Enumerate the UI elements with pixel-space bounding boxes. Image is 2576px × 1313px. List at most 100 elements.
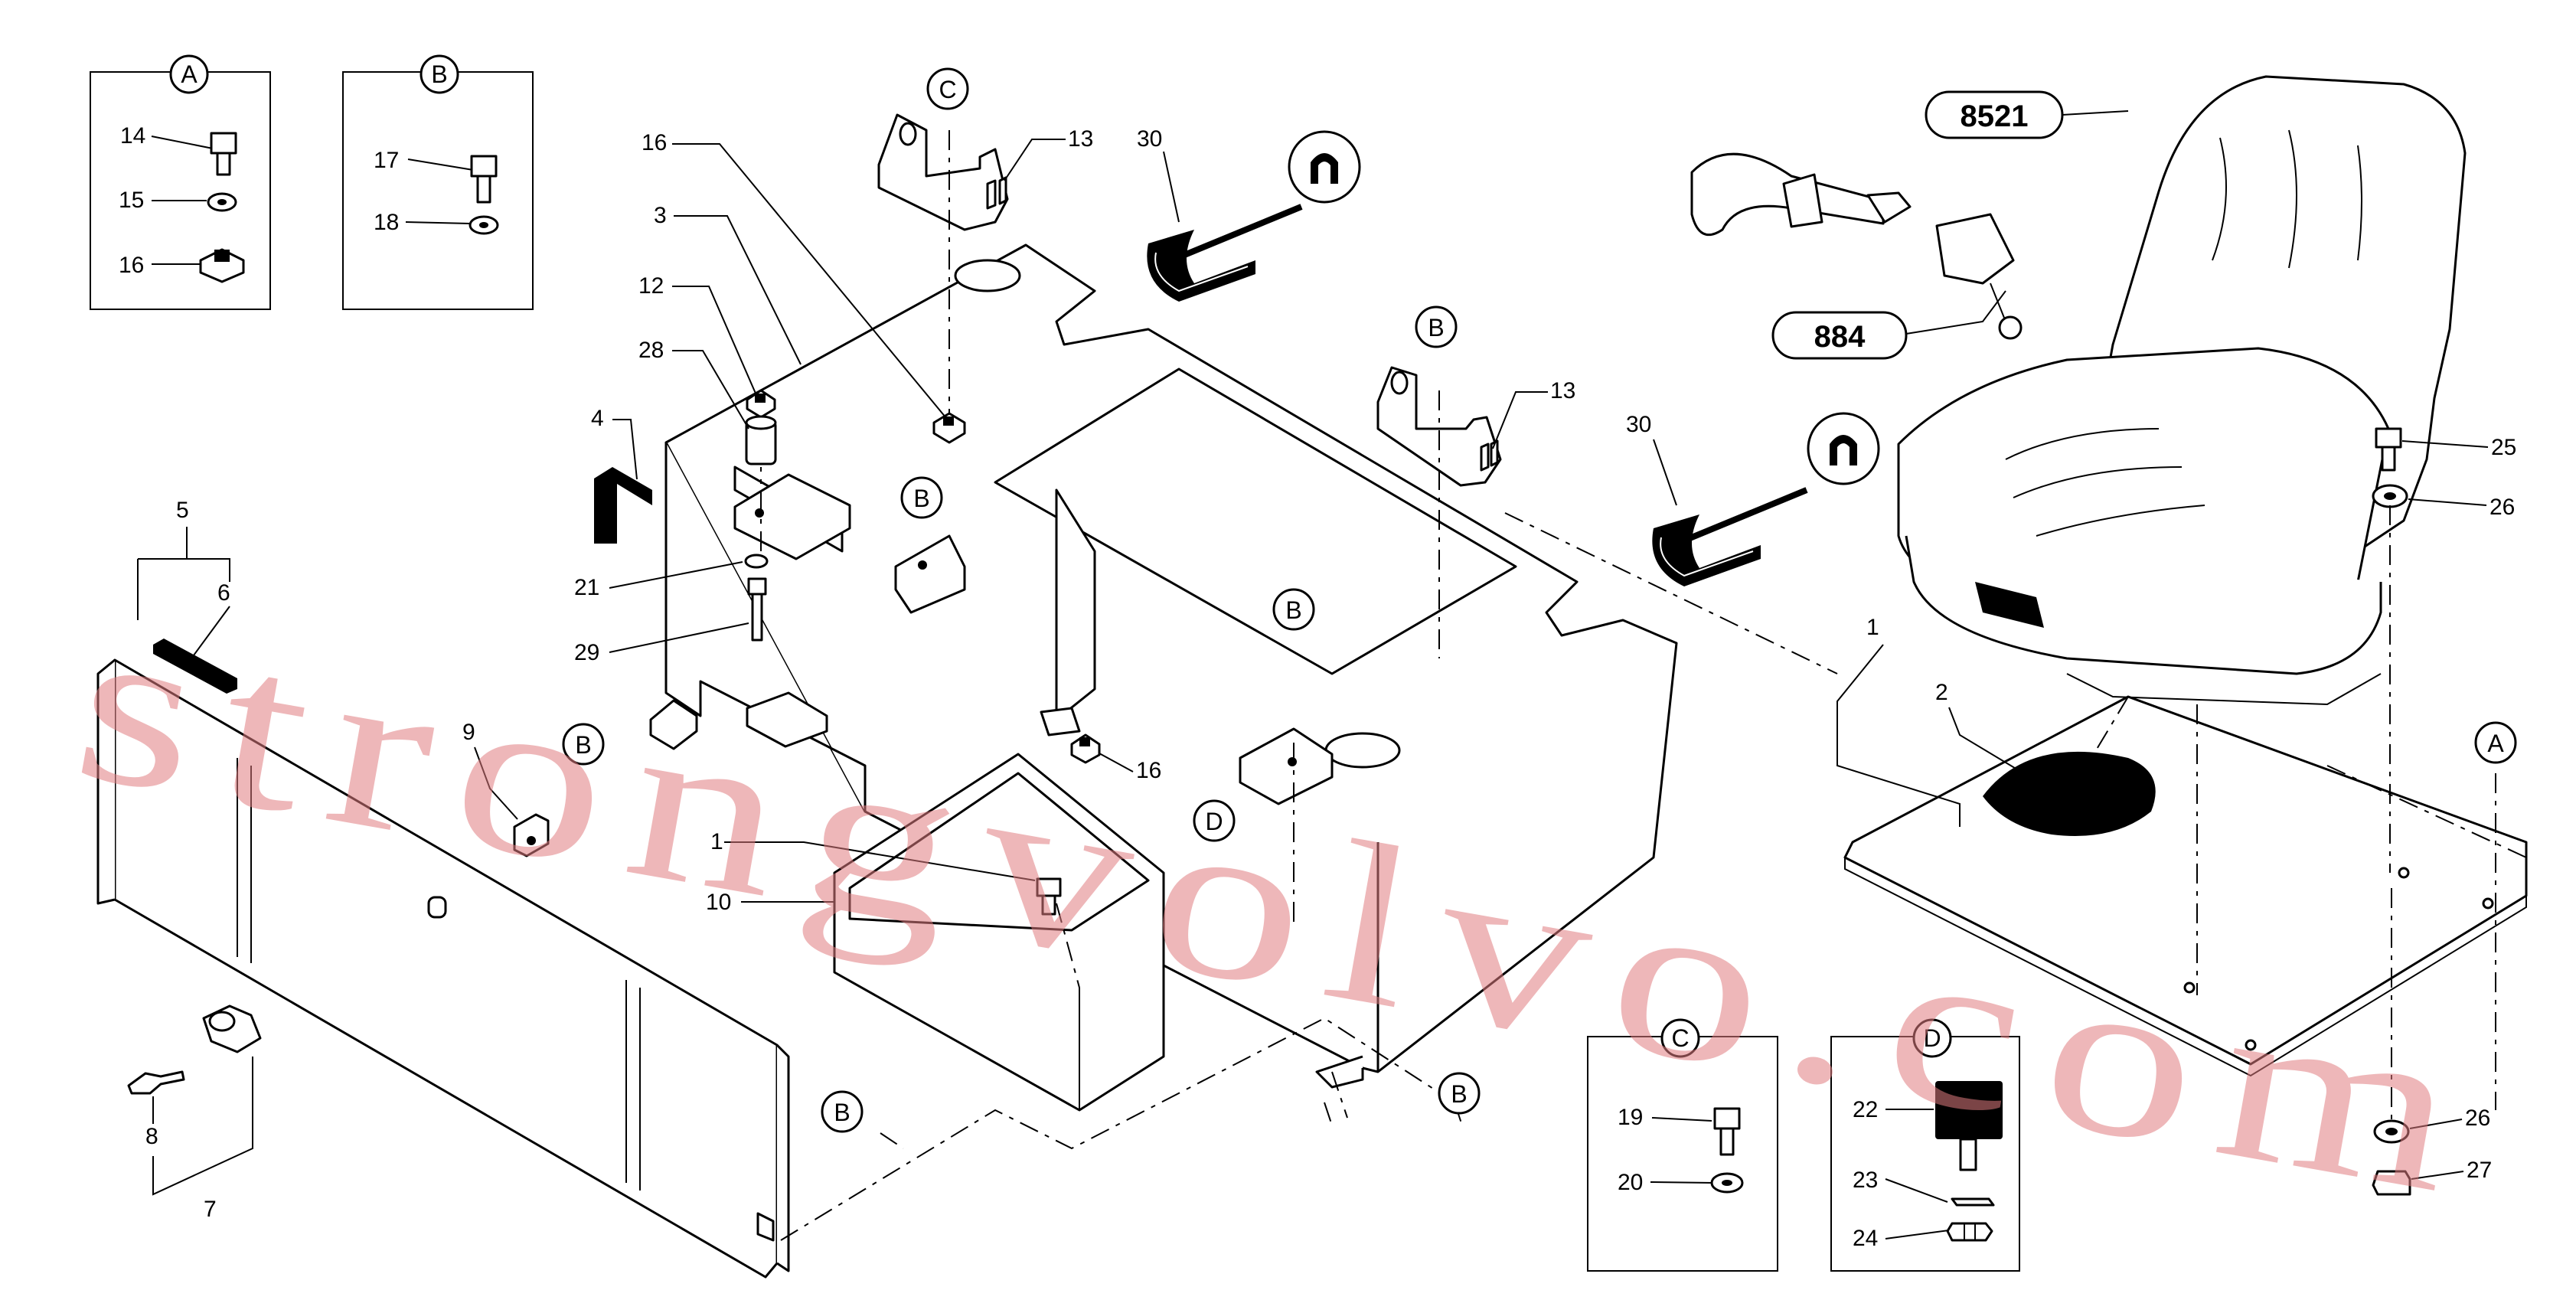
detail-box-a: A 14 15 16 — [90, 54, 271, 310]
hardware-parts — [127, 389, 1101, 1095]
detail-pointer — [1177, 204, 1303, 260]
seat-frame-front-wall — [1315, 842, 1379, 1089]
bolt-icon — [1713, 1107, 1741, 1156]
tool-tray-inner — [848, 772, 1150, 932]
washer-hole-icon — [2385, 1128, 2398, 1135]
mounting-brackets — [877, 113, 1502, 487]
part-labels: 16 3 12 28 4 13 30 13 30 5 6 21 29 9 1 1… — [137, 126, 2516, 1222]
bolt-hole-icon — [1390, 371, 1409, 395]
detail-box-b-frame — [342, 71, 534, 310]
lock-face-icon — [208, 1011, 236, 1032]
part-number-14: 14 — [120, 123, 145, 149]
trim-detail-circle — [1807, 412, 1880, 485]
part-number-30: 30 — [1137, 126, 1162, 152]
washer-hole-icon — [217, 199, 227, 205]
callout-circle-d — [1193, 799, 1236, 842]
bolt-shank-icon — [751, 593, 763, 642]
bolt-hole-icon — [899, 122, 917, 146]
part-number-5: 5 — [176, 498, 189, 523]
detail-box-c: C 19 20 — [1587, 1018, 1778, 1272]
spacer-top-icon — [745, 415, 777, 430]
seat-frame-hole — [954, 259, 1021, 292]
edge-trims — [1147, 130, 1880, 586]
ref-seat-belt-label: 884 — [1814, 320, 1866, 354]
part-number-28: 28 — [638, 338, 664, 363]
callout-circle-d — [1912, 1018, 1952, 1058]
seat-adjust-lever — [1975, 582, 2044, 628]
key-icon — [127, 1070, 185, 1095]
mounting-bracket — [1376, 366, 1502, 487]
part-number-26: 26 — [2465, 1106, 2490, 1131]
panel-slot — [427, 896, 447, 919]
part-number-3: 3 — [654, 203, 667, 228]
callout-circle-a — [169, 54, 209, 94]
clip-nut-tab-icon — [1079, 737, 1090, 746]
leader-line — [1885, 1230, 1950, 1240]
callout-b-label: B — [575, 731, 591, 759]
callout-c-label: C — [939, 76, 956, 103]
part-number-23: 23 — [1853, 1168, 1878, 1193]
callout-d-label: D — [1923, 1024, 1941, 1052]
hex-nut-icon — [1946, 1222, 1993, 1242]
leader-line — [1650, 1181, 1714, 1184]
latch-tab-icon — [513, 813, 550, 857]
seat-frame-inner-wall — [1055, 488, 1096, 721]
part-number-9: 9 — [462, 720, 475, 745]
bolt-hole-icon — [1288, 757, 1297, 766]
ref-seat-label: 8521 — [1961, 100, 2029, 133]
shim-icon — [1951, 1197, 1995, 1207]
panel-hinge — [756, 1212, 775, 1242]
part-number-19: 19 — [1618, 1105, 1643, 1130]
bolt-hole-icon — [755, 508, 764, 518]
callout-circle-b — [562, 723, 605, 766]
callout-b-label: B — [1428, 314, 1444, 341]
washer-hole-icon — [1722, 1180, 1732, 1186]
clip-nut-tab-icon — [943, 416, 954, 426]
callout-circle-a — [2474, 721, 2517, 764]
callout-b-label: B — [1285, 596, 1301, 624]
callout-circle-b — [1438, 1072, 1481, 1115]
washer-hole-icon — [479, 222, 488, 228]
part-number-30: 30 — [1626, 412, 1651, 437]
part-number-21: 21 — [574, 575, 599, 600]
callout-d-label: D — [1205, 808, 1223, 835]
part-number-13: 13 — [1550, 378, 1575, 403]
part-number-20: 20 — [1618, 1170, 1643, 1195]
leader-line — [1885, 1178, 1948, 1203]
callout-b-label: B — [913, 485, 929, 512]
angle-bracket-icon — [594, 467, 652, 544]
part-number-15: 15 — [119, 188, 144, 213]
clip-nut-tab-icon — [755, 394, 766, 403]
trim-profile-icon — [1311, 153, 1338, 184]
mounting-bracket — [877, 113, 1009, 231]
rubber-mount-icon — [1935, 1081, 2003, 1171]
ref-box-seat-belt — [1771, 311, 1908, 360]
edge-trim-icon — [1652, 514, 1761, 586]
tray-bracket — [1040, 707, 1081, 737]
bolt-icon — [210, 132, 237, 176]
seat-frame-top — [664, 243, 1678, 1073]
belt-anchor-ring — [1998, 315, 2023, 340]
seat-base — [1905, 535, 2382, 675]
seat-frame-hole — [1324, 732, 1401, 769]
callout-circle-c — [1660, 1018, 1700, 1058]
clip-nut-icon — [199, 248, 245, 283]
part-number-16: 16 — [642, 130, 667, 155]
part-number-16: 16 — [119, 253, 144, 278]
seat-belt-latch — [1866, 191, 1912, 224]
leader-line — [2062, 110, 2129, 116]
part-number-29: 29 — [574, 640, 599, 665]
detail-pointer — [1683, 487, 1808, 544]
trim-profile-icon — [1830, 435, 1857, 465]
callout-circle-b — [821, 1090, 864, 1133]
seat-belt-tongue — [1782, 173, 1823, 228]
callout-a-label: A — [2487, 730, 2504, 757]
part-number-8: 8 — [145, 1124, 158, 1149]
plate-hole — [2482, 897, 2494, 910]
seat-slide-rail — [2066, 673, 2382, 706]
clip-nut-icon — [1070, 733, 1101, 764]
side-panel-end — [775, 1044, 790, 1272]
edge-trim-icon — [1147, 230, 1255, 302]
callout-b-label: B — [1451, 1080, 1467, 1108]
